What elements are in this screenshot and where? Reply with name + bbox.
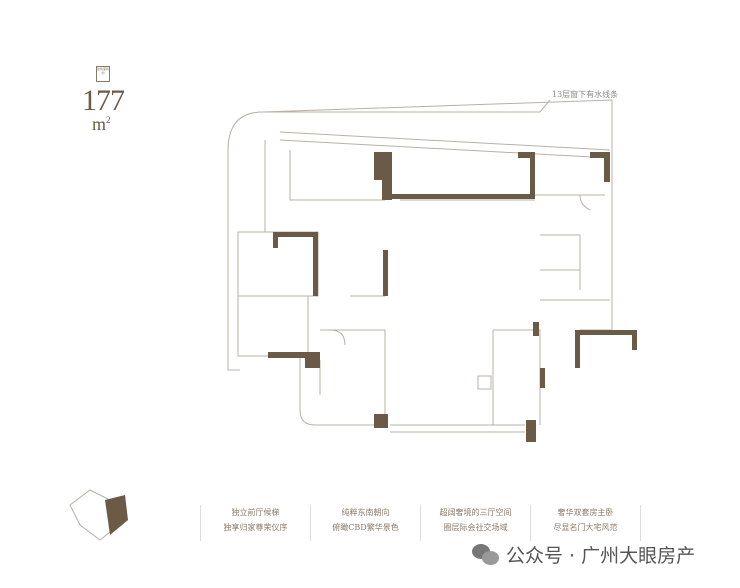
feature-item: 奢华双套房主卧尽显名门大宅风范 xyxy=(530,505,641,541)
wechat-icon xyxy=(472,543,500,566)
area-badge: 建筑面积约 xyxy=(96,66,110,82)
feature-line2: 圈层际会社交场域 xyxy=(443,523,508,532)
plan-note: 13层窗下有水线条 xyxy=(552,90,619,99)
feature-list: 独立前厅候梯独享归家尊荣仪序 纯粹东南朝向俯瞰CBD繁华景色 超阔奢境的三厅空间… xyxy=(200,505,641,541)
feature-line1: 纯粹东南朝向 xyxy=(341,508,390,517)
feature-item: 独立前厅候梯独享归家尊荣仪序 xyxy=(200,505,310,541)
watermark: 公众号 · 广州大眼房产 xyxy=(472,541,695,568)
feature-line2: 尽显名门大宅风范 xyxy=(553,523,618,532)
plan-walls xyxy=(105,152,637,535)
feature-item: 超阔奢境的三厅空间圈层际会社交场域 xyxy=(420,505,530,541)
feature-line1: 超阔奢境的三厅空间 xyxy=(439,508,512,517)
feature-line2: 独享归家尊荣仪序 xyxy=(223,523,288,532)
feature-line1: 独立前厅候梯 xyxy=(231,508,280,517)
area-value: 177 xyxy=(82,84,125,117)
feature-line2: 俯瞰CBD繁华景色 xyxy=(332,523,399,532)
feature-item: 纯粹东南朝向俯瞰CBD繁华景色 xyxy=(310,505,420,541)
area-unit-text: m xyxy=(92,114,107,134)
feature-line1: 奢华双套房主卧 xyxy=(557,508,614,517)
watermark-text: 公众号 · 广州大眼房产 xyxy=(506,545,696,567)
area-unit: m2 xyxy=(92,114,111,135)
area-unit-sup: 2 xyxy=(106,115,111,125)
